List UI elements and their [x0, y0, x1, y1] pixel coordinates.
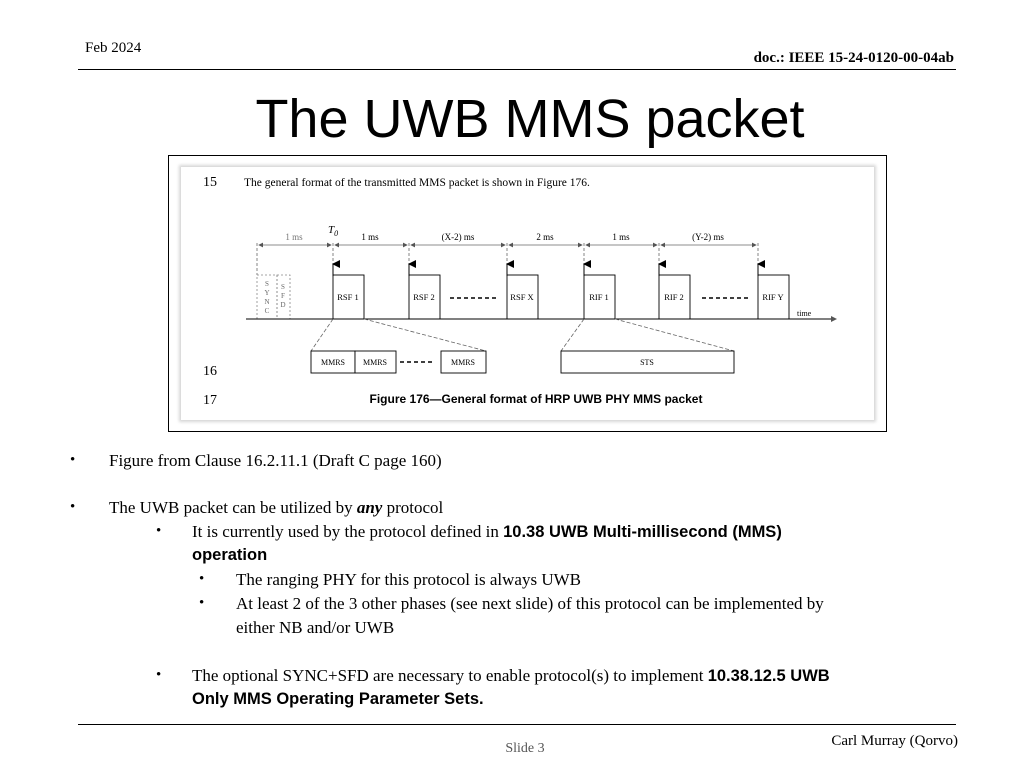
sfd-box [276, 274, 291, 320]
svg-text:C: C [265, 307, 270, 315]
svg-text:STS: STS [640, 358, 654, 367]
start-arrows [332, 260, 765, 276]
fragment-labels: RSF 1 RSF 2 RSF X RIF 1 RIF 2 RIF Y [337, 292, 783, 302]
t0-label: T0 [328, 224, 338, 238]
svg-text:Y: Y [264, 289, 269, 297]
svg-text:RIF 2: RIF 2 [664, 292, 684, 302]
svg-text:MMRS: MMRS [363, 358, 387, 367]
svg-text:MMRS: MMRS [451, 358, 475, 367]
mmrs-box [354, 350, 397, 374]
svg-text:S: S [265, 280, 269, 288]
expanded-boxes [310, 350, 735, 374]
duration-label: 1 ms [285, 232, 303, 242]
rsf-2-box [408, 274, 441, 320]
figure-caption: Figure 176—General format of HRP UWB PHY… [370, 392, 703, 406]
rif-2-box [658, 274, 691, 320]
header-date: Feb 2024 [85, 40, 142, 56]
line-number-15: 15 [203, 175, 217, 190]
rsf-1-box [332, 274, 365, 320]
duration-label: 1 ms [612, 232, 630, 242]
svg-text:D: D [280, 301, 285, 309]
svg-text:RSF 2: RSF 2 [413, 292, 435, 302]
footer-rule [78, 724, 956, 725]
svg-text:RSF X: RSF X [510, 292, 533, 302]
line-number-17: 17 [203, 393, 217, 408]
duration-label: 1 ms [361, 232, 379, 242]
slide-number: Slide 3 [505, 741, 545, 756]
svg-text:N: N [264, 298, 269, 306]
expanded-labels: MMRS MMRS MMRS STS [321, 358, 654, 367]
duration-label: (X-2) ms [442, 232, 475, 242]
svg-text:RSF 1: RSF 1 [337, 292, 359, 302]
duration-label: (Y-2) ms [692, 232, 724, 242]
zoom-lines [310, 318, 735, 352]
header-rule [78, 69, 956, 70]
footer-author: Carl Murray (Qorvo) [831, 733, 958, 749]
duration-label: 2 ms [536, 232, 554, 242]
ellipsis-dashes [400, 297, 750, 363]
svg-text:S: S [281, 283, 285, 291]
fragment-boxes [332, 274, 790, 320]
svg-text:F: F [281, 292, 285, 300]
rsf-x-box [506, 274, 539, 320]
figure-intro-text: The general format of the transmitted MM… [244, 177, 590, 189]
duration-labels: 1 ms 1 ms (X-2) ms 2 ms 1 ms (Y-2) ms [285, 232, 724, 242]
time-axis-label: time [797, 309, 812, 318]
line-number-16: 16 [203, 364, 217, 379]
slide-title: The UWB MMS packet [255, 89, 805, 149]
sync-letters: S Y N C [264, 280, 269, 315]
svg-text:RIF 1: RIF 1 [589, 292, 609, 302]
header-doc-id: doc.: IEEE 15-24-0120-00-04ab [753, 50, 954, 66]
mmrs-box [440, 350, 487, 374]
rif-y-box [757, 274, 790, 320]
sts-box [560, 350, 735, 374]
svg-text:MMRS: MMRS [321, 358, 345, 367]
sfd-letters: S F D [280, 283, 285, 309]
svg-text:RIF Y: RIF Y [762, 292, 783, 302]
